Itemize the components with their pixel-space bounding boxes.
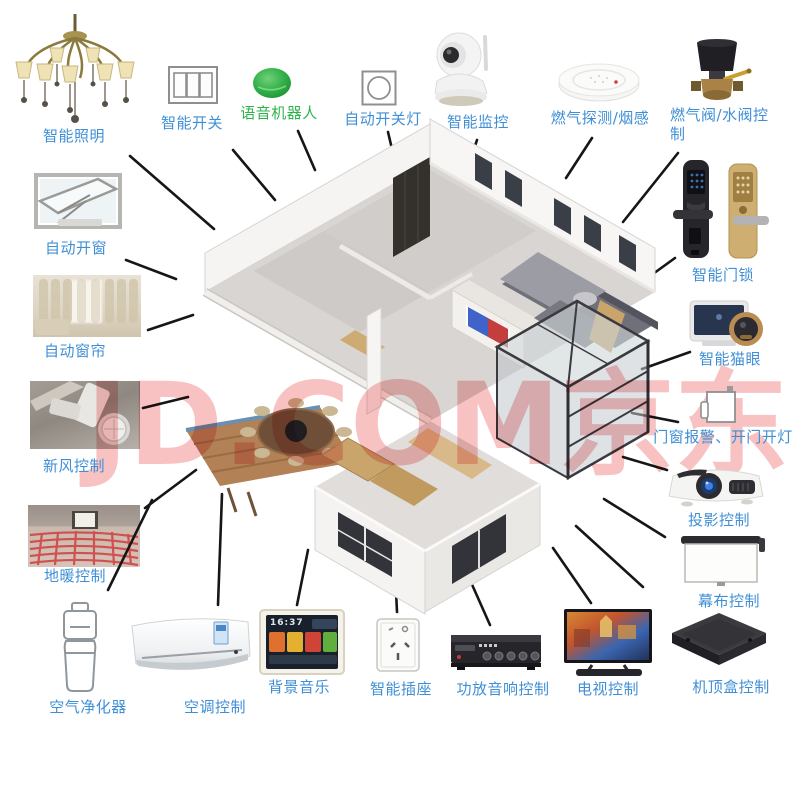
label-gas-smoke-detector: 燃气探测/烟感 — [550, 109, 650, 127]
label-gas-water-valve: 燃气阀/水阀控制 — [670, 106, 769, 143]
label-screen-control: 幕布控制 — [697, 592, 760, 610]
smoke-detector-icon — [558, 63, 640, 102]
label-smart-monitor: 智能监控 — [446, 113, 509, 131]
device-smart-lighting — [10, 12, 140, 126]
music-panel-screen: 16:37 — [266, 615, 338, 669]
projector-icon — [668, 469, 764, 507]
label-smart-lighting: 智能照明 — [42, 127, 105, 145]
house-3d-model — [185, 118, 658, 615]
line-ac — [216, 492, 224, 607]
label-tv-control: 电视控制 — [576, 680, 639, 698]
label-projector-control: 投影控制 — [687, 511, 750, 529]
device-tv-control — [562, 607, 654, 683]
label-auto-light: 自动开关灯 — [344, 110, 422, 128]
line-projector — [621, 455, 669, 472]
socket-icon — [376, 618, 420, 672]
dining-table — [240, 398, 352, 466]
chandelier-icon — [15, 14, 135, 123]
line-settop-box — [574, 524, 645, 589]
label-smart-door-lock: 智能门锁 — [691, 266, 754, 284]
curtain-room-sofa — [35, 319, 69, 335]
device-smart-door-lock — [673, 158, 769, 268]
device-smart-switch — [168, 66, 218, 108]
line-tv — [551, 546, 593, 605]
peephole-icon — [689, 300, 763, 346]
device-smart-peephole — [688, 299, 764, 355]
label-air-purifier: 空气净化器 — [49, 698, 127, 716]
device-gas-water-valve — [687, 35, 753, 109]
tv-icon — [564, 609, 652, 676]
label-background-music: 背景音乐 — [267, 678, 330, 696]
label-ac-control: 空调控制 — [183, 698, 246, 716]
settop-box-icon — [672, 613, 766, 665]
device-fresh-air — [30, 381, 140, 449]
label-voice-robot: 语音机器人 — [240, 104, 318, 122]
amplifier-icon — [451, 635, 541, 670]
line-fresh-air — [141, 395, 190, 410]
door-lock-icon — [673, 160, 769, 259]
label-settop-box: 机顶盒控制 — [692, 678, 770, 696]
auto-window-icon — [34, 173, 122, 229]
label-smart-peephole: 智能猫眼 — [698, 350, 761, 368]
curtain-window-light — [69, 279, 103, 324]
line-smart-switch — [231, 148, 277, 202]
line-gas-smoke-detector — [564, 136, 594, 180]
glass-sunroom — [494, 299, 651, 481]
label-floor-heating: 地暖控制 — [43, 567, 106, 585]
line-screen — [602, 497, 667, 539]
label-auto-curtain: 自动窗帘 — [43, 342, 106, 360]
line-smart-peephole — [640, 350, 692, 371]
floor-heating-pipes — [29, 511, 139, 567]
device-gas-smoke-detector — [556, 60, 642, 108]
device-background-music: 16:37 — [259, 609, 345, 675]
label-amplifier: 功放音响控制 — [456, 680, 550, 698]
air-purifier-icon — [63, 602, 97, 692]
door-sensor-icon — [700, 386, 736, 423]
connector-lines — [106, 129, 692, 627]
line-background-music — [295, 548, 310, 607]
auto-light-icon — [361, 70, 397, 106]
device-voice-robot — [252, 67, 292, 103]
music-panel-time: 16:37 — [270, 618, 304, 628]
device-screen-control — [679, 534, 767, 592]
device-smart-socket — [375, 617, 421, 677]
line-voice-robot — [296, 129, 317, 172]
camera-icon — [434, 32, 488, 106]
device-door-window-alarm — [697, 386, 739, 430]
device-auto-light — [361, 70, 397, 110]
label-door-window-alarm: 门窗报警、开门开灯 — [653, 428, 793, 446]
label-fresh-air: 新风控制 — [42, 457, 105, 475]
line-gas-water-valve — [621, 151, 680, 224]
device-settop-box — [668, 611, 770, 675]
line-floor-heating — [143, 468, 198, 510]
device-auto-window — [28, 171, 124, 237]
device-floor-heating — [28, 505, 140, 567]
fresh-air-ducts — [30, 381, 130, 445]
wall-switch-icon — [168, 66, 218, 104]
device-air-purifier — [58, 601, 102, 699]
line-auto-curtain — [146, 313, 195, 332]
line-smart-lighting — [128, 154, 216, 231]
line-amplifier — [468, 578, 492, 627]
device-projector-control — [667, 462, 765, 514]
line-auto-window — [124, 258, 178, 281]
device-amplifier — [449, 631, 543, 675]
projection-screen-icon — [681, 536, 765, 586]
device-ac-control — [126, 612, 254, 686]
label-smart-switch: 智能开关 — [160, 114, 223, 132]
device-smart-monitor — [429, 29, 499, 113]
label-auto-window: 自动开窗 — [44, 239, 107, 257]
valve-icon — [691, 39, 752, 100]
device-auto-curtain — [33, 275, 141, 337]
air-conditioner-icon — [131, 618, 251, 670]
voice-robot-icon — [253, 68, 291, 98]
label-smart-socket: 智能插座 — [369, 680, 432, 698]
line-air-purifier — [106, 498, 154, 592]
